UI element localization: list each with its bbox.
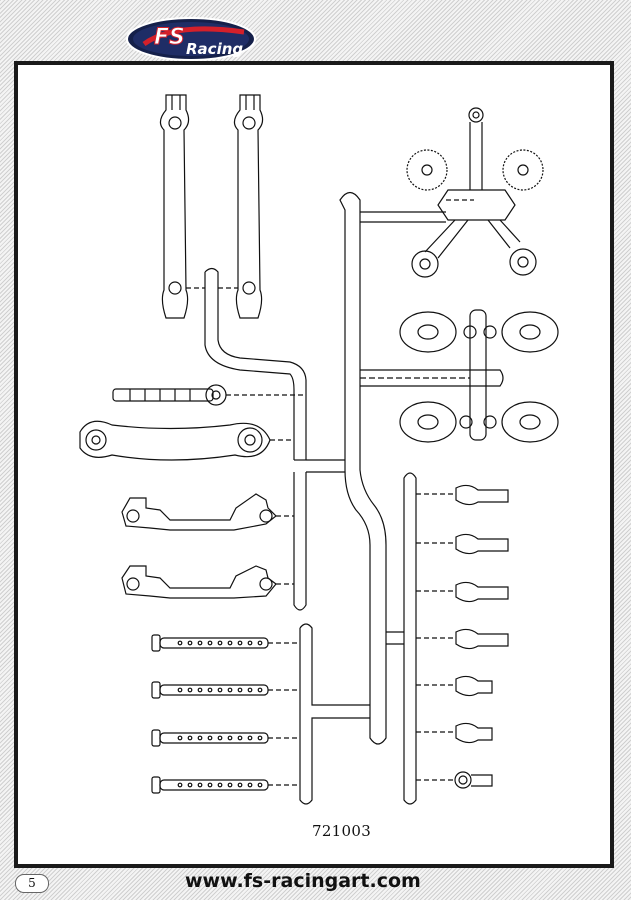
ball-end-2 [416,533,509,555]
gear-cross-part [406,107,544,278]
ball-end-7 [416,771,493,789]
turnbuckle-part [112,384,306,406]
ball-end-1 [416,484,509,506]
link-part-right [233,94,264,319]
oval-rings-part [399,309,559,443]
sprue-lower-right [403,472,417,805]
sprue-lower-left [299,623,370,805]
body-post-3 [151,729,300,747]
part-number: 721003 [312,822,372,840]
svg-text:FS: FS [154,25,185,50]
svg-text:Racing: Racing [186,40,243,58]
ball-end-5 [416,675,493,697]
body-post-2 [151,681,300,699]
ball-end-4 [416,628,509,650]
fs-racing-logo: FS Racing [126,17,256,61]
ball-end-6 [416,722,493,744]
main-sprue [339,191,387,745]
page-number: 5 [15,874,49,893]
content-frame [14,61,614,868]
sprue-upper-left [204,267,307,460]
ball-end-3 [416,581,509,603]
website-url[interactable]: www.fs-racingart.com [185,870,421,892]
body-post-1 [151,634,300,652]
link-part-left [159,94,190,319]
bracket-part-lower [121,565,294,599]
bracket-part-upper [121,493,294,531]
curved-arm-part [79,420,294,461]
body-post-4 [151,776,300,794]
